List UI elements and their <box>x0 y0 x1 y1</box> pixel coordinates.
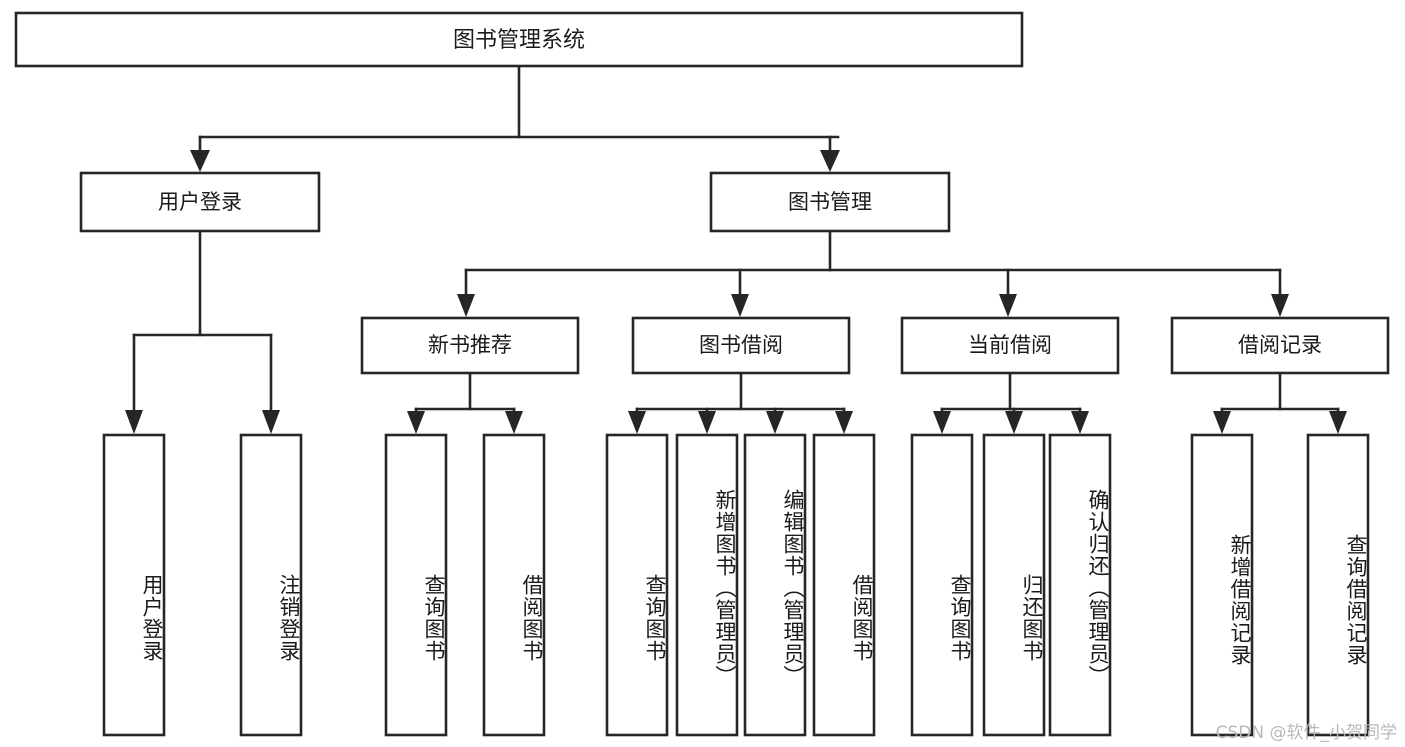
node-current-borrow-box[interactable] <box>900 316 1120 375</box>
node-user-login-label: 用户登录 <box>158 190 242 214</box>
arrowhead-leaf-add-book <box>698 411 716 434</box>
arrowhead-leaf-borrow-book-2 <box>835 411 853 434</box>
watermark-text: CSDN @软件_小贺同学 <box>1215 723 1397 743</box>
arrowhead-leaf-confirm-return <box>1071 411 1089 434</box>
node-leaf-borrow-book-1-box[interactable] <box>482 433 546 737</box>
node-borrow-record-label: 借阅记录 <box>1238 333 1322 357</box>
node-borrow-record[interactable]: 借阅记录 <box>1170 316 1390 375</box>
arrowhead-current-borrow <box>999 294 1017 317</box>
node-book-borrow[interactable]: 图书借阅 <box>631 316 851 375</box>
node-leaf-query-book-3-box[interactable] <box>910 433 974 737</box>
edge-layer <box>125 64 1347 434</box>
node-current-borrow-label: 当前借阅 <box>968 333 1052 357</box>
arrowhead-user-login <box>190 150 210 172</box>
node-user-login[interactable]: 用户登录 <box>79 171 321 233</box>
arrowhead-leaf-return-book <box>1005 411 1023 434</box>
arrowhead-leaf-add-record <box>1213 411 1231 434</box>
node-book-manage-box[interactable] <box>709 171 951 233</box>
node-leaf-query-record-box[interactable] <box>1306 433 1370 737</box>
arrowhead-new-book-rec <box>457 294 475 317</box>
arrowhead-leaf-query-book-2 <box>628 411 646 434</box>
arrowhead-book-manage <box>820 150 840 172</box>
node-root-label: 图书管理系统 <box>453 28 585 53</box>
node-root[interactable]: 图书管理系统 <box>14 11 1024 68</box>
node-new-book-rec-box[interactable] <box>360 316 580 375</box>
arrowhead-leaf-edit-book <box>766 411 784 434</box>
arrowhead-book-borrow <box>731 294 749 317</box>
node-leaf-edit-book-box[interactable] <box>743 433 807 737</box>
arrowhead-leaf-query-book-1 <box>407 411 425 434</box>
arrowhead-leaf-logout <box>262 410 280 434</box>
arrowhead-leaf-borrow-book-1 <box>505 411 523 434</box>
node-leaf-return-book-box[interactable] <box>982 433 1046 737</box>
node-leaf-logout-box[interactable] <box>239 433 303 737</box>
node-current-borrow[interactable]: 当前借阅 <box>900 316 1120 375</box>
node-book-borrow-label: 图书借阅 <box>699 333 783 357</box>
node-new-book-rec-label: 新书推荐 <box>428 333 512 357</box>
node-leaf-borrow-book-2-box[interactable] <box>812 433 876 737</box>
node-borrow-record-box[interactable] <box>1170 316 1390 375</box>
node-book-borrow-box[interactable] <box>631 316 851 375</box>
node-user-login-box[interactable] <box>79 171 321 233</box>
node-new-book-rec[interactable]: 新书推荐 <box>360 316 580 375</box>
node-book-manage[interactable]: 图书管理 <box>709 171 951 233</box>
arrowhead-leaf-query-record <box>1329 411 1347 434</box>
node-leaf-add-book-box[interactable] <box>675 433 739 737</box>
node-leaf-query-book-1-box[interactable] <box>384 433 448 737</box>
node-book-manage-label: 图书管理 <box>788 190 872 214</box>
node-layer: 图书管理系统 用户登录 图书管理 新书推荐 图书借阅 当前 <box>14 11 1390 737</box>
node-leaf-add-record-box[interactable] <box>1190 433 1254 737</box>
arrowhead-leaf-user-login <box>125 410 143 434</box>
node-leaf-query-book-2-box[interactable] <box>605 433 669 737</box>
node-leaf-confirm-return-box[interactable] <box>1048 433 1112 737</box>
arrowhead-leaf-query-book-3 <box>933 411 951 434</box>
node-root-box[interactable] <box>14 11 1024 68</box>
arrowhead-borrow-record <box>1271 294 1289 317</box>
node-leaf-user-login-box[interactable] <box>102 433 166 737</box>
